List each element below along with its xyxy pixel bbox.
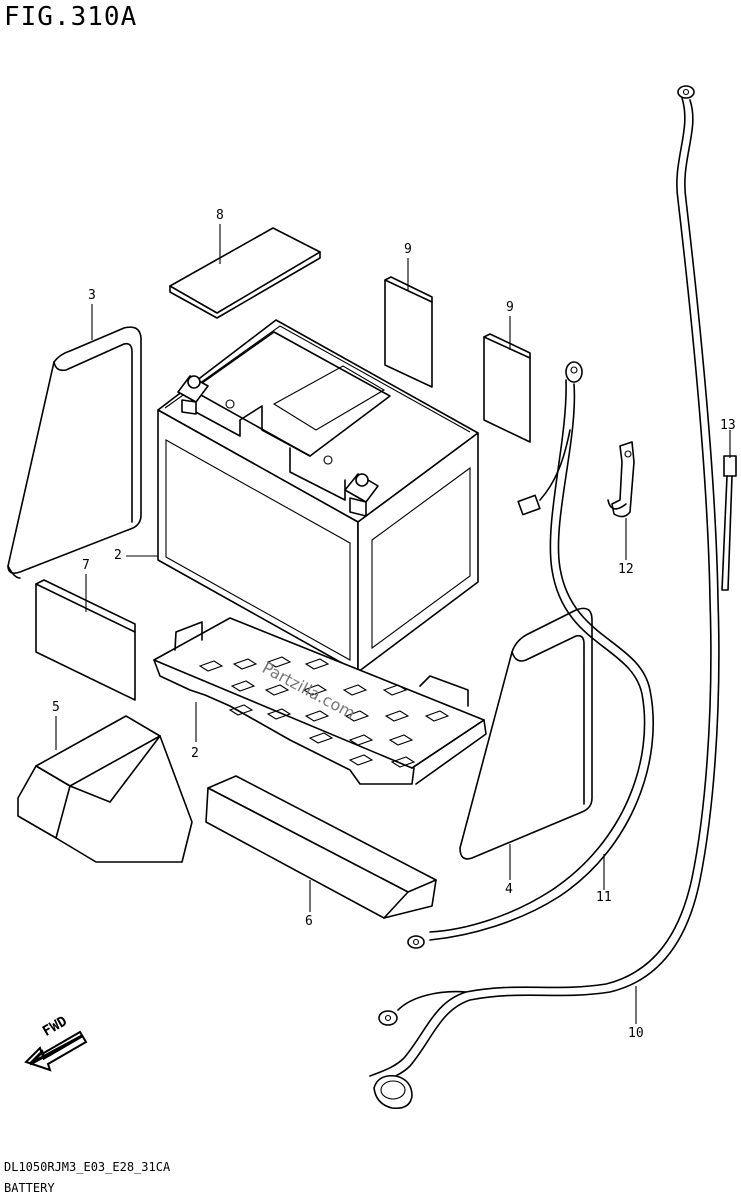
part-3-side-pad[interactable] [7,326,142,579]
figure-title: FIG.310A [4,2,138,32]
part-12-clamp[interactable] [607,441,635,518]
callout-5: 5 [52,700,60,715]
callout-12: 12 [618,562,634,577]
part-5-block[interactable] [17,715,193,863]
callout-13: 13 [720,418,736,433]
part-10-cable[interactable] [369,85,720,1110]
callout-4: 4 [505,882,513,897]
callout-2-tray: 2 [191,746,199,761]
callout-3: 3 [88,288,96,303]
part-9-right-pad[interactable] [483,333,531,443]
caption: BATTERY [4,1181,55,1195]
callout-11: 11 [596,890,612,905]
tray-slots [198,656,450,768]
callout-8: 8 [216,208,224,223]
part-8-pad[interactable] [169,227,321,319]
callout-9-right: 9 [506,300,514,315]
fwd-arrow-icon [24,1030,88,1072]
part-6-bar[interactable] [205,775,437,919]
battery-tray[interactable] [0,617,487,785]
leader-lines [55,224,731,1024]
part-7-pad[interactable] [35,579,136,701]
callout-9-left: 9 [404,242,412,257]
part-11-cable[interactable] [407,361,654,949]
callout-6: 6 [305,914,313,929]
callout-7: 7 [82,558,90,573]
part-4-side-pad[interactable] [459,607,593,860]
callout-10: 10 [628,1026,644,1041]
part-13-tie[interactable] [721,455,737,591]
callout-2-battery: 2 [114,548,122,563]
part-9-left-pad[interactable] [384,276,433,388]
battery[interactable] [157,319,479,673]
diagram-code: DL1050RJM3_E03_E28_31CA [4,1160,171,1174]
